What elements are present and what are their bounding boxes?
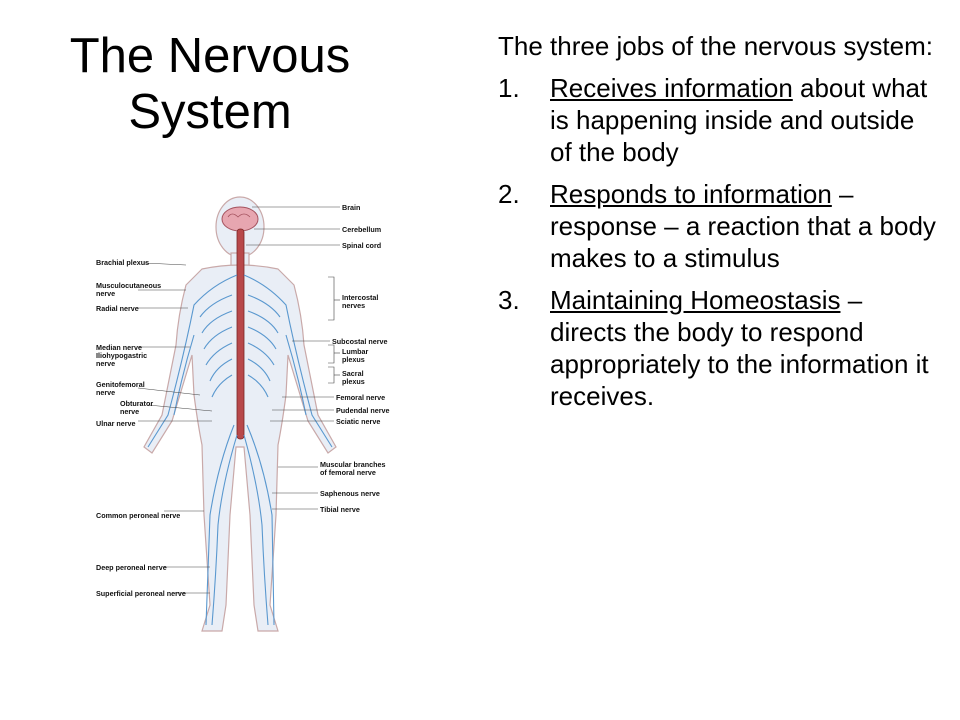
label-subcostal: Subcostal nerve bbox=[332, 337, 388, 346]
item-heading: Receives information bbox=[550, 73, 793, 103]
label-muscular-branches-2: of femoral nerve bbox=[320, 468, 376, 477]
label-sacral-2: plexus bbox=[342, 377, 365, 386]
label-ulnar-nerve: Ulnar nerve bbox=[96, 419, 136, 428]
label-cerebellum: Cerebellum bbox=[342, 225, 381, 234]
item-heading: Maintaining Homeostasis bbox=[550, 285, 841, 315]
right-labels: Brain Cerebellum Spinal cord Intercostal… bbox=[320, 203, 390, 514]
label-intercostal: Intercostal bbox=[342, 293, 378, 302]
page-title: The Nervous System bbox=[69, 29, 351, 139]
label-saphenous: Saphenous nerve bbox=[320, 489, 380, 498]
list-item: 2. Responds to information – response – … bbox=[498, 178, 938, 274]
label-obturator: Obturator bbox=[120, 399, 153, 408]
item-heading: Responds to information bbox=[550, 179, 832, 209]
label-sacral: Sacral bbox=[342, 369, 364, 378]
label-brachial-plexus: Brachial plexus bbox=[96, 258, 149, 267]
label-muscular-branches: Muscular branches bbox=[320, 460, 386, 469]
label-tibial: Tibial nerve bbox=[320, 505, 360, 514]
label-common-peroneal: Common peroneal nerve bbox=[96, 511, 180, 520]
intro-text: The three jobs of the nervous system: bbox=[498, 31, 933, 61]
label-musculocutaneous-2: nerve bbox=[96, 289, 115, 298]
left-labels: Brachial plexus Musculocutaneous nerve R… bbox=[96, 258, 186, 598]
item-number: 3. bbox=[498, 285, 520, 315]
nerve-network bbox=[147, 274, 333, 626]
item-text: – response – a reaction that a body make… bbox=[550, 179, 936, 273]
label-pudendal: Pudendal nerve bbox=[336, 406, 390, 415]
item-number: 2. bbox=[498, 179, 520, 209]
leader-lines bbox=[137, 206, 340, 594]
nervous-system-diagram: Brachial plexus Musculocutaneous nerve R… bbox=[96, 196, 390, 632]
label-spinal-cord: Spinal cord bbox=[342, 241, 381, 250]
label-brain: Brain bbox=[342, 203, 360, 212]
label-iliohypogastric: Iliohypogastric bbox=[96, 351, 147, 360]
label-superficial-peroneal: Superficial peroneal nerve bbox=[96, 589, 186, 598]
item-text: about what is happening inside and outsi… bbox=[550, 73, 928, 167]
label-lumbar: Lumbar bbox=[342, 347, 369, 356]
label-iliohypogastric-2: nerve bbox=[96, 359, 115, 368]
list-item: 1. Receives information about what is ha… bbox=[498, 72, 938, 168]
label-deep-peroneal: Deep peroneal nerve bbox=[96, 563, 167, 572]
jobs-list: The three jobs of the nervous system: 1.… bbox=[498, 30, 938, 422]
label-genitofemoral: Genitofemoral bbox=[96, 380, 145, 389]
spinal-cord bbox=[236, 228, 245, 440]
label-intercostal-2: nerves bbox=[342, 301, 365, 310]
label-lumbar-2: plexus bbox=[342, 355, 365, 364]
brain-icon bbox=[221, 206, 259, 232]
item-text: – directs the body to respond appropriat… bbox=[550, 285, 929, 411]
label-genitofemoral-2: nerve bbox=[96, 388, 115, 397]
list-item: 3. Maintaining Homeostasis – directs the… bbox=[498, 284, 938, 412]
label-obturator-2: nerve bbox=[120, 407, 139, 416]
label-radial-nerve: Radial nerve bbox=[96, 304, 139, 313]
item-number: 1. bbox=[498, 73, 520, 103]
label-sciatic: Sciatic nerve bbox=[336, 417, 380, 426]
label-femoral: Femoral nerve bbox=[336, 393, 385, 402]
label-median-nerve: Median nerve bbox=[96, 343, 142, 352]
label-musculocutaneous: Musculocutaneous bbox=[96, 281, 161, 290]
